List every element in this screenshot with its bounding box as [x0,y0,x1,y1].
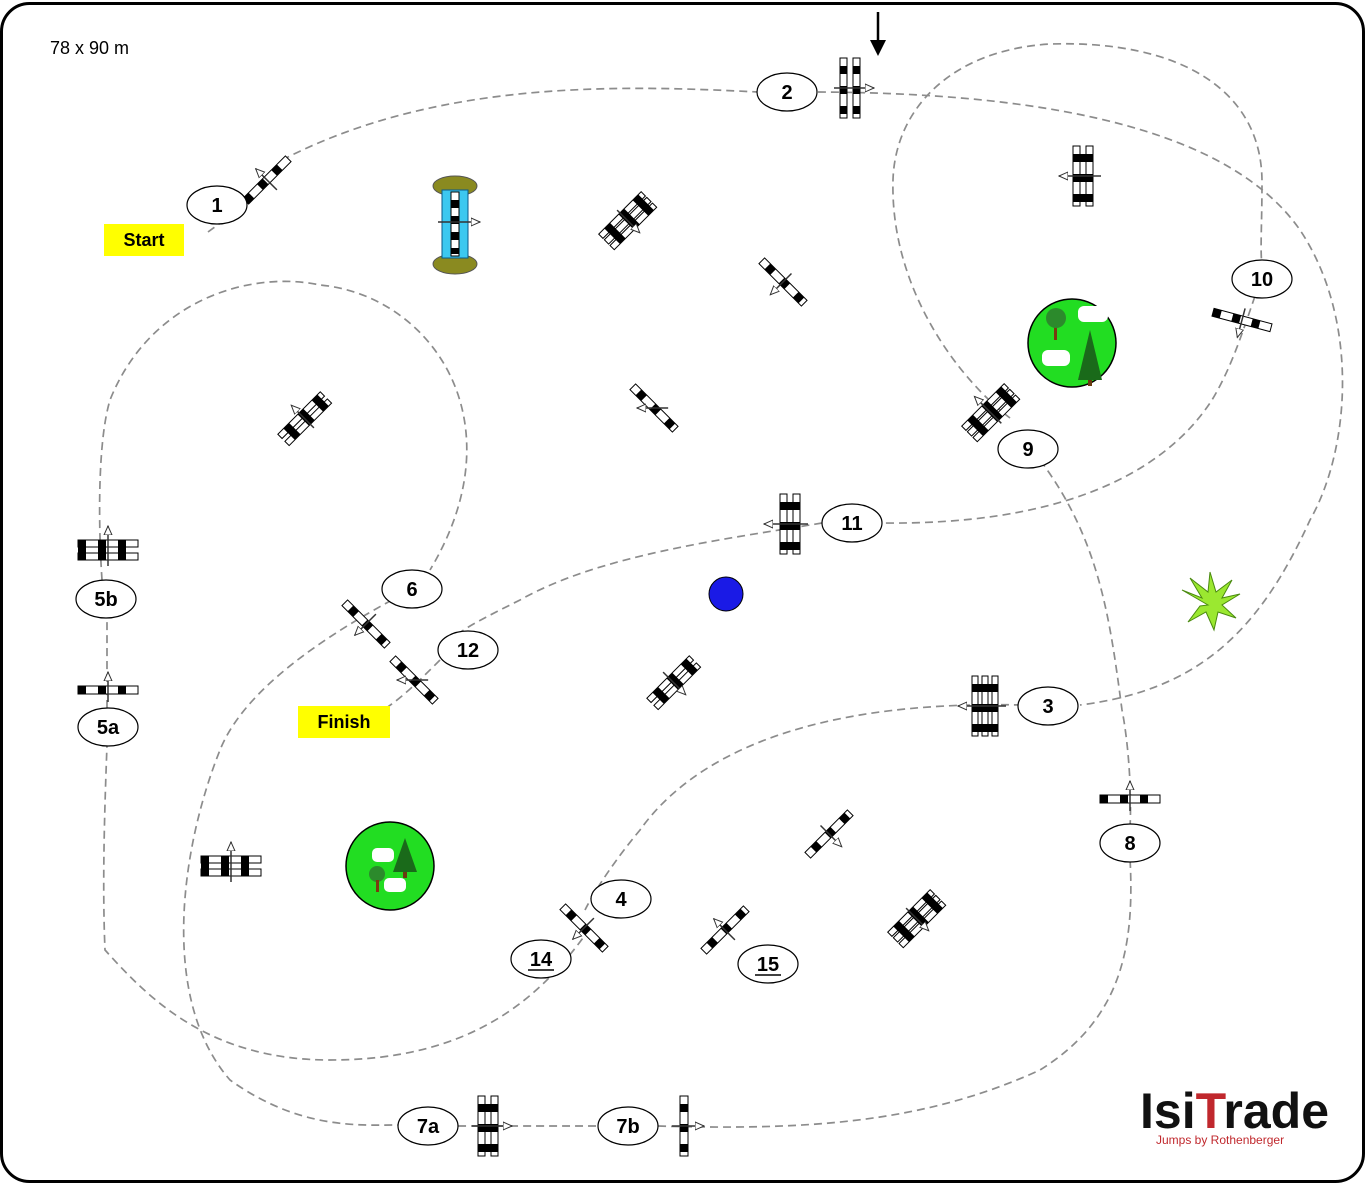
fence-unnumbered [804,809,854,859]
number-label-15: 15 [737,944,799,984]
svg-text:2: 2 [781,82,792,104]
svg-text:5b: 5b [94,589,117,611]
fence-unnumbered [200,842,262,882]
tree-island-small-icon [345,821,435,911]
number-label-4: 4 [590,879,652,919]
start-label: Start [104,224,184,256]
fence-unnumbered [277,391,333,447]
fence-7b [672,1095,704,1157]
fence-10 [1211,307,1273,346]
number-label-11: 11 [821,503,883,543]
fence-unnumbered [629,383,679,433]
svg-text:4: 4 [615,889,627,911]
fence-unnumbered [887,889,947,949]
logo-brand: IsiTrade [1140,1083,1329,1139]
svg-text:14: 14 [530,949,553,971]
svg-text:6: 6 [406,579,417,601]
course-path [98,42,1344,1128]
fence-unnumbered [598,191,658,251]
number-label-6: 6 [381,569,443,609]
number-label-3: 3 [1017,686,1079,726]
tree-island-icon [1027,298,1117,388]
fence-12 [389,655,439,705]
number-label-14: 14 [510,939,572,979]
number-label-10: 10 [1231,259,1293,299]
number-label-8: 8 [1099,823,1161,863]
svg-text:9: 9 [1022,439,1033,461]
number-label-2: 2 [756,72,818,112]
svg-text:12: 12 [457,640,479,662]
finish-text: Finish [318,712,371,732]
finish-label: Finish [298,706,390,738]
svg-text:7a: 7a [417,1116,440,1138]
svg-text:3: 3 [1042,696,1053,718]
svg-text:1: 1 [211,195,222,217]
fence-5b [77,526,139,566]
fence-2 [834,57,874,119]
svg-text:5a: 5a [97,717,120,739]
fence-4-14 [559,903,609,953]
logo-tagline: Jumps by Rothenberger [1156,1133,1284,1147]
isitrade-logo: IsiTrade Jumps by Rothenberger [1140,1083,1329,1147]
number-label-5b: 5b [75,579,137,619]
number-label-12: 12 [437,630,499,670]
svg-text:15: 15 [757,954,779,976]
fence-6 [341,599,391,649]
fence-1 [242,155,292,205]
number-label-9: 9 [997,429,1059,469]
number-label-1: 1 [186,185,248,225]
blue-marker [708,576,744,612]
fence-11 [764,493,808,555]
bush-icon [1181,571,1241,632]
number-label-5a: 5a [77,707,139,747]
start-text: Start [123,230,164,250]
fence-unnumbered [1059,145,1101,207]
fence-5a [77,672,139,702]
fence-unnumbered [758,257,808,307]
fence-3 [958,675,1006,737]
svg-text:11: 11 [841,513,862,535]
fence-9 [961,383,1021,443]
fence-8 [1099,781,1161,811]
fence-15 [700,905,750,955]
water-jump [432,175,480,275]
fence-7a [472,1095,512,1157]
arena-size-label: 78 x 90 m [50,38,129,58]
number-label-7a: 7a [397,1106,459,1146]
svg-text:8: 8 [1124,833,1135,855]
entrance-arrow-head [870,40,886,56]
number-label-7b: 7b [597,1106,659,1146]
fence-unnumbered [646,655,702,711]
svg-text:7b: 7b [616,1116,639,1138]
svg-text:10: 10 [1251,269,1273,291]
